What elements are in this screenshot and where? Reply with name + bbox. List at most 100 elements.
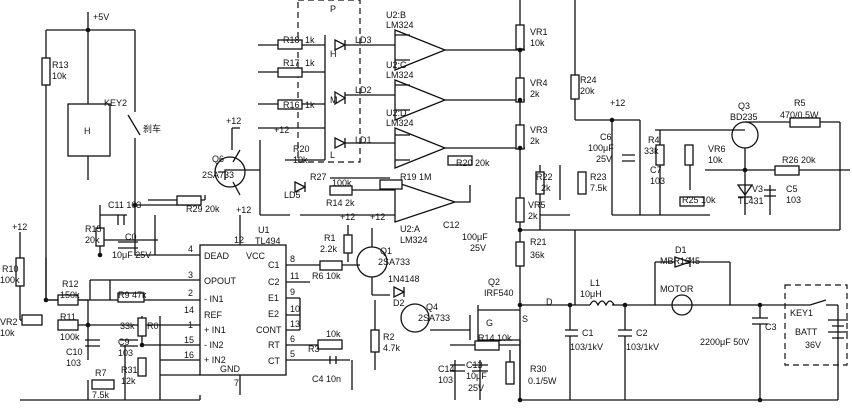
label-c14-val: 103 [438, 375, 453, 385]
label-r26: R26 20k [782, 155, 816, 165]
label-r16-val: 1k [305, 100, 315, 110]
label-source: S [522, 314, 528, 324]
label-vr4: VR4 [530, 78, 548, 88]
label-d2: D2 [393, 298, 405, 308]
label-r10: R10 [2, 264, 19, 274]
u1-num-13: 13 [290, 319, 300, 329]
label-c6: C6 [600, 132, 612, 142]
u1-pin-dead: DEAD [204, 251, 230, 261]
label-vr2-val: 10k [0, 328, 15, 338]
labels: +5V R13 10k KEY2 H 刹车 C11 103 R15 20k C0… [0, 4, 821, 400]
label-c0-val: 10μF 25V [112, 250, 151, 260]
label-r3-val: 10k [326, 329, 341, 339]
label-c1: C1 [582, 328, 594, 338]
label-v3-part: TL431 [738, 196, 764, 206]
label-gate: G [486, 318, 493, 328]
label-d1: D1 [675, 245, 687, 255]
label-r13-val: 10k [52, 71, 67, 81]
label-plus12-r1: +12 [340, 212, 355, 222]
label-r3: R3 [308, 344, 320, 354]
label-r14: R14 10k [478, 333, 512, 343]
u1-pin-opout: OPOUT [204, 276, 237, 286]
label-plus12-c6: +12 [610, 98, 625, 108]
label-r25: R25 10k [682, 195, 716, 205]
label-key2: KEY2 [104, 98, 127, 108]
label-r15-val: 20k [85, 235, 100, 245]
label-l1: L1 [590, 278, 600, 288]
label-c5: C5 [786, 184, 798, 194]
junction-dots [43, 27, 763, 403]
u1-num-12: 12 [234, 235, 244, 245]
label-r2: R2 [383, 332, 395, 342]
label-c14: C14 [438, 364, 455, 374]
label-q4-part: 2SA733 [418, 313, 450, 323]
label-r15: R15 [85, 224, 102, 234]
label-c9-val: 103 [118, 348, 133, 358]
label-ld3: LD3 [355, 35, 372, 45]
label-c13-v: 25V [468, 383, 484, 393]
label-r31: R31 [121, 365, 138, 375]
label-c1-val: 103/1kV [570, 342, 603, 352]
label-c11: C11 103 [108, 200, 141, 210]
label-r1: R1 [324, 233, 336, 243]
label-plus12-r20: +12 [274, 125, 289, 135]
label-d2-part: 1N4148 [388, 274, 420, 284]
label-r1-val: 2.2k [320, 244, 338, 254]
u1-num-6: 6 [290, 334, 295, 344]
u1-num-3: 3 [188, 270, 193, 280]
label-r18: R18 [283, 35, 300, 45]
label-l1-val: 10μH [580, 289, 602, 299]
label-r0-val: 33k [120, 321, 135, 331]
label-r12-val: 150k [60, 290, 80, 300]
label-r0: R0 [147, 321, 159, 331]
label-c5-val: 103 [786, 195, 801, 205]
label-u2c: U2:C [386, 60, 407, 70]
u1-num-5: 5 [290, 349, 295, 359]
label-c13-val: 10μF [466, 371, 487, 381]
u1-pin-in2n: - IN2 [204, 340, 224, 350]
label-vr4-val: 2k [530, 89, 540, 99]
label-c12-val: 100μF [462, 232, 488, 242]
label-r18-val: 1k [305, 35, 315, 45]
label-c7-val: 103 [650, 176, 665, 186]
label-q6-part: 2SA733 [202, 170, 234, 180]
label-q1-part: 2SA733 [378, 257, 410, 267]
label-u1-part: TL494 [255, 236, 281, 246]
label-c12-v: 25V [470, 243, 486, 253]
label-r30-val: 0.1/5W [528, 376, 557, 386]
label-vr5-val: 2k [528, 211, 538, 221]
u1-num-10: 10 [290, 304, 300, 314]
u1-chip-body [199, 244, 287, 376]
label-r9: R9 47k [118, 290, 147, 300]
r13-body [41, 57, 51, 86]
label-u1: U1 [258, 225, 270, 235]
label-brake: 刹车 [143, 123, 161, 134]
label-h-box: H [84, 126, 91, 136]
h-relay-box [67, 103, 111, 157]
label-c10-val: 103 [66, 358, 81, 368]
label-plus12-a: +12 [12, 222, 27, 232]
label-r7: R7 [95, 368, 107, 378]
u1-num-4: 4 [188, 244, 193, 254]
u1-num-16: 16 [184, 350, 194, 360]
label-c6-v: 25V [596, 154, 612, 164]
label-vr1-val: 10k [530, 38, 545, 48]
label-plus12-q6: +12 [226, 116, 241, 126]
u1-pin-e1: E1 [268, 293, 279, 303]
label-r11-val: 100k [60, 332, 80, 342]
label-r27-val: 100k [332, 178, 352, 188]
label-r10-val: 100k [0, 275, 20, 285]
label-r12: R12 [62, 279, 79, 289]
label-c3-val: 2200μF 50V [700, 337, 749, 347]
label-u2a: U2:A [400, 224, 420, 234]
label-ld5: LD5 [284, 190, 301, 200]
u1-pin-gnd: GND [220, 364, 241, 374]
label-r19: R19 1M [400, 172, 432, 182]
led-panel-enclosure [297, 0, 361, 163]
label-r13: R13 [52, 60, 69, 70]
label-c4: C4 10n [312, 374, 341, 384]
label-q6: Q6 [212, 154, 224, 164]
label-r2-val: 4.7k [383, 343, 401, 353]
label-plus12-q1: +12 [370, 212, 385, 222]
